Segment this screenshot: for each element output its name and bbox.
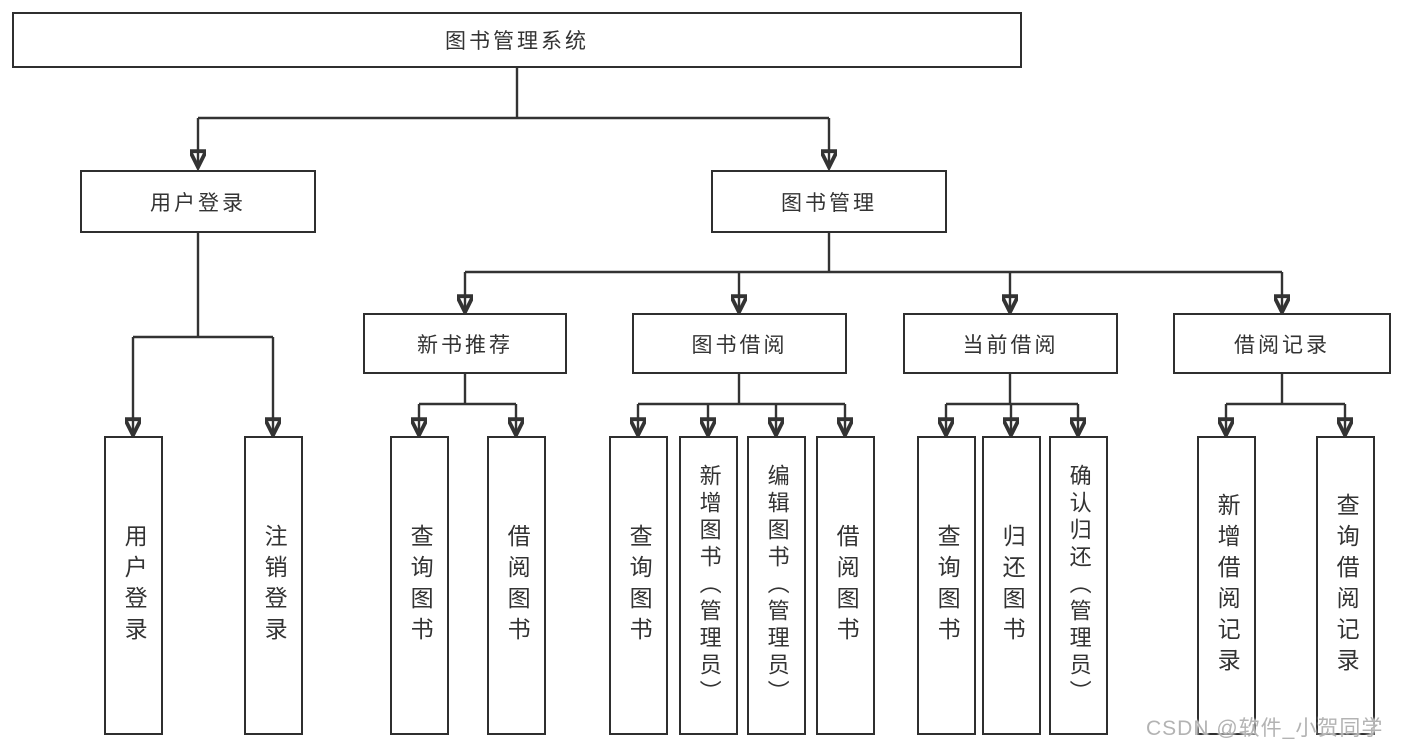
leaf-user-login-label: 用户登录: [121, 523, 148, 648]
connector-book-borrow: [638, 374, 845, 432]
leaf-user-login: 用户登录: [104, 436, 163, 735]
leaf-logout: 注销登录: [244, 436, 303, 735]
connector-new-book-recommend: [419, 374, 516, 432]
connector-current-borrow: [946, 374, 1078, 432]
node-book-management-label: 图书管理: [781, 191, 877, 215]
leaf-add-borrow-record-label: 新增借阅记录: [1214, 492, 1241, 679]
leaf-return-books: 归还图书: [982, 436, 1041, 735]
node-book-borrow: 图书借阅: [632, 313, 847, 374]
leaf-edit-books-admin-label: 编辑图书（管理员）: [764, 464, 790, 707]
leaf-confirm-return-admin: 确认归还（管理员）: [1049, 436, 1108, 735]
node-borrow-records: 借阅记录: [1173, 313, 1391, 374]
leaf-add-books-admin-label: 新增图书（管理员）: [696, 464, 722, 707]
node-new-book-recommend-label: 新书推荐: [417, 333, 513, 357]
leaf-logout-label: 注销登录: [261, 523, 288, 648]
leaf-borrow-books: 借阅图书: [816, 436, 875, 735]
leaf-borrow-books-recommend-label: 借阅图书: [504, 523, 531, 648]
leaf-add-books-admin: 新增图书（管理员）: [679, 436, 738, 735]
leaf-borrow-books-recommend: 借阅图书: [487, 436, 546, 735]
connector-book-management: [465, 233, 1282, 309]
leaf-add-borrow-record: 新增借阅记录: [1197, 436, 1256, 735]
leaf-query-borrow-record: 查询借阅记录: [1316, 436, 1375, 735]
csdn-watermark: CSDN @软件_小贺同学: [1146, 717, 1384, 740]
node-book-management: 图书管理: [711, 170, 947, 233]
leaf-query-books-borrow-label: 查询图书: [626, 523, 653, 648]
node-current-borrow-label: 当前借阅: [962, 333, 1059, 357]
leaf-query-books-current: 查询图书: [917, 436, 976, 735]
node-borrow-records-label: 借阅记录: [1234, 333, 1330, 357]
leaf-query-books-recommend: 查询图书: [390, 436, 449, 735]
connector-borrow-records: [1226, 374, 1345, 432]
node-root-label: 图书管理系统: [445, 30, 589, 53]
node-book-borrow-label: 图书借阅: [691, 333, 788, 357]
node-current-borrow: 当前借阅: [903, 313, 1118, 374]
leaf-query-borrow-record-label: 查询借阅记录: [1333, 492, 1360, 679]
leaf-query-books-borrow: 查询图书: [609, 436, 668, 735]
leaf-return-books-label: 归还图书: [999, 523, 1026, 648]
leaf-query-books-current-label: 查询图书: [934, 523, 961, 648]
node-user-login-label: 用户登录: [150, 191, 246, 215]
node-root: 图书管理系统: [12, 12, 1022, 68]
leaf-edit-books-admin: 编辑图书（管理员）: [747, 436, 806, 735]
node-new-book-recommend: 新书推荐: [363, 313, 567, 374]
leaf-query-books-recommend-label: 查询图书: [407, 523, 434, 648]
connector-root: [198, 68, 829, 164]
connector-user-login: [133, 233, 273, 432]
leaf-borrow-books-label: 借阅图书: [833, 523, 860, 648]
leaf-confirm-return-admin-label: 确认归还（管理员）: [1066, 464, 1092, 707]
node-user-login: 用户登录: [80, 170, 316, 233]
